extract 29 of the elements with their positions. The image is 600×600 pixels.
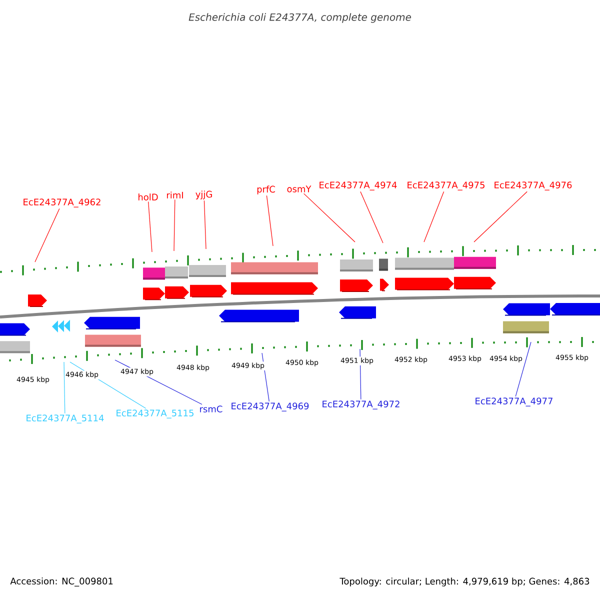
gene-label: rsmC	[200, 406, 222, 412]
gene-label: prfC	[257, 186, 275, 194]
gene-label: EcE24377A_5114	[26, 414, 104, 424]
footer-text: Topology: circular; Length: 4,979,619 bp; Genes: 4,863	[338, 576, 591, 588]
gene-label: EcE24377A_5115	[116, 410, 194, 418]
gene-label: EcE24377A_4976	[494, 182, 572, 190]
leader-line	[174, 199, 176, 252]
title: Escherichia coli E24377A, complete genome	[188, 13, 412, 23]
gene-label: holD	[138, 194, 158, 200]
leader-line	[64, 362, 66, 414]
leader-line	[34, 208, 60, 262]
gene-label: EcE24377A_4975	[408, 182, 484, 190]
gene-label: EcE24377A_4969	[232, 402, 309, 412]
footer-text: Accession: NC_009801	[9, 576, 114, 588]
leader-line	[304, 193, 356, 242]
leader-line	[266, 195, 274, 246]
gene-label: EcE24377A_4974	[320, 182, 397, 190]
gene-label: EcE24377A_4962	[24, 198, 100, 208]
leader-line	[360, 191, 384, 244]
gene-label: rimI	[167, 192, 183, 198]
leader-line	[148, 201, 152, 252]
leader-line	[515, 342, 532, 397]
gene-label: osmY	[287, 186, 312, 192]
gene-label: EcE24377A_4977	[476, 398, 552, 406]
leader-line	[424, 191, 444, 242]
leader-line	[474, 191, 528, 242]
gene-label: EcE24377A_4972	[322, 400, 400, 410]
gene-label: yjjG	[196, 190, 212, 200]
leader-line	[204, 200, 206, 250]
